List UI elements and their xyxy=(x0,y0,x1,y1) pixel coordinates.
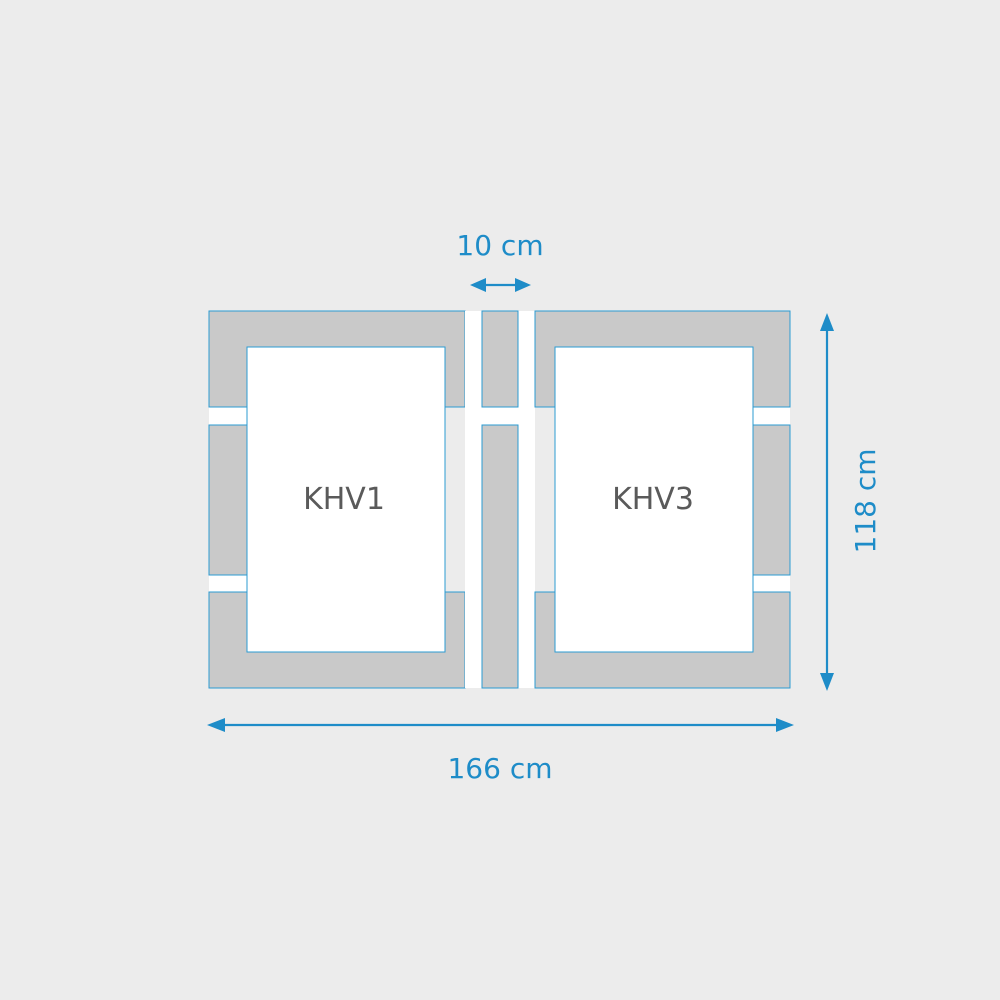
gap-dimension-label: 10 cm xyxy=(456,229,543,262)
right-frame-gap-lower xyxy=(753,575,790,592)
right-frame-opening xyxy=(554,346,754,653)
height-dimension: 118 cm xyxy=(820,313,882,691)
mullion-top-piece xyxy=(481,310,519,408)
left-frame-label: KHV1 xyxy=(303,482,385,517)
mullion-gap-left xyxy=(465,311,482,688)
width-arrow-right-icon xyxy=(776,718,794,732)
width-dimension-label: 166 cm xyxy=(447,752,552,785)
left-frame-opening xyxy=(246,346,446,653)
mullion-gap-middle xyxy=(482,407,518,425)
gap-arrow-left-icon xyxy=(470,278,486,292)
left-frame-side-piece xyxy=(208,424,248,576)
right-frame-side-piece xyxy=(752,424,791,576)
width-arrow-left-icon xyxy=(207,718,225,732)
gap-dimension: 10 cm xyxy=(456,229,544,292)
height-dimension-label: 118 cm xyxy=(849,448,882,553)
center-mullion xyxy=(465,310,535,689)
mullion-bottom-piece xyxy=(481,424,519,689)
height-arrow-down-icon xyxy=(820,673,834,691)
left-frame-gap-upper xyxy=(209,407,247,425)
height-arrow-up-icon xyxy=(820,313,834,331)
right-frame: KHV3 xyxy=(534,310,791,689)
right-frame-gap-upper xyxy=(753,407,790,425)
left-frame: KHV1 xyxy=(208,310,466,689)
width-dimension: 166 cm xyxy=(207,718,794,785)
mullion-gap-right xyxy=(518,311,535,688)
left-frame-gap-lower xyxy=(209,575,247,592)
right-frame-label: KHV3 xyxy=(612,482,694,517)
gap-arrow-right-icon xyxy=(515,278,531,292)
